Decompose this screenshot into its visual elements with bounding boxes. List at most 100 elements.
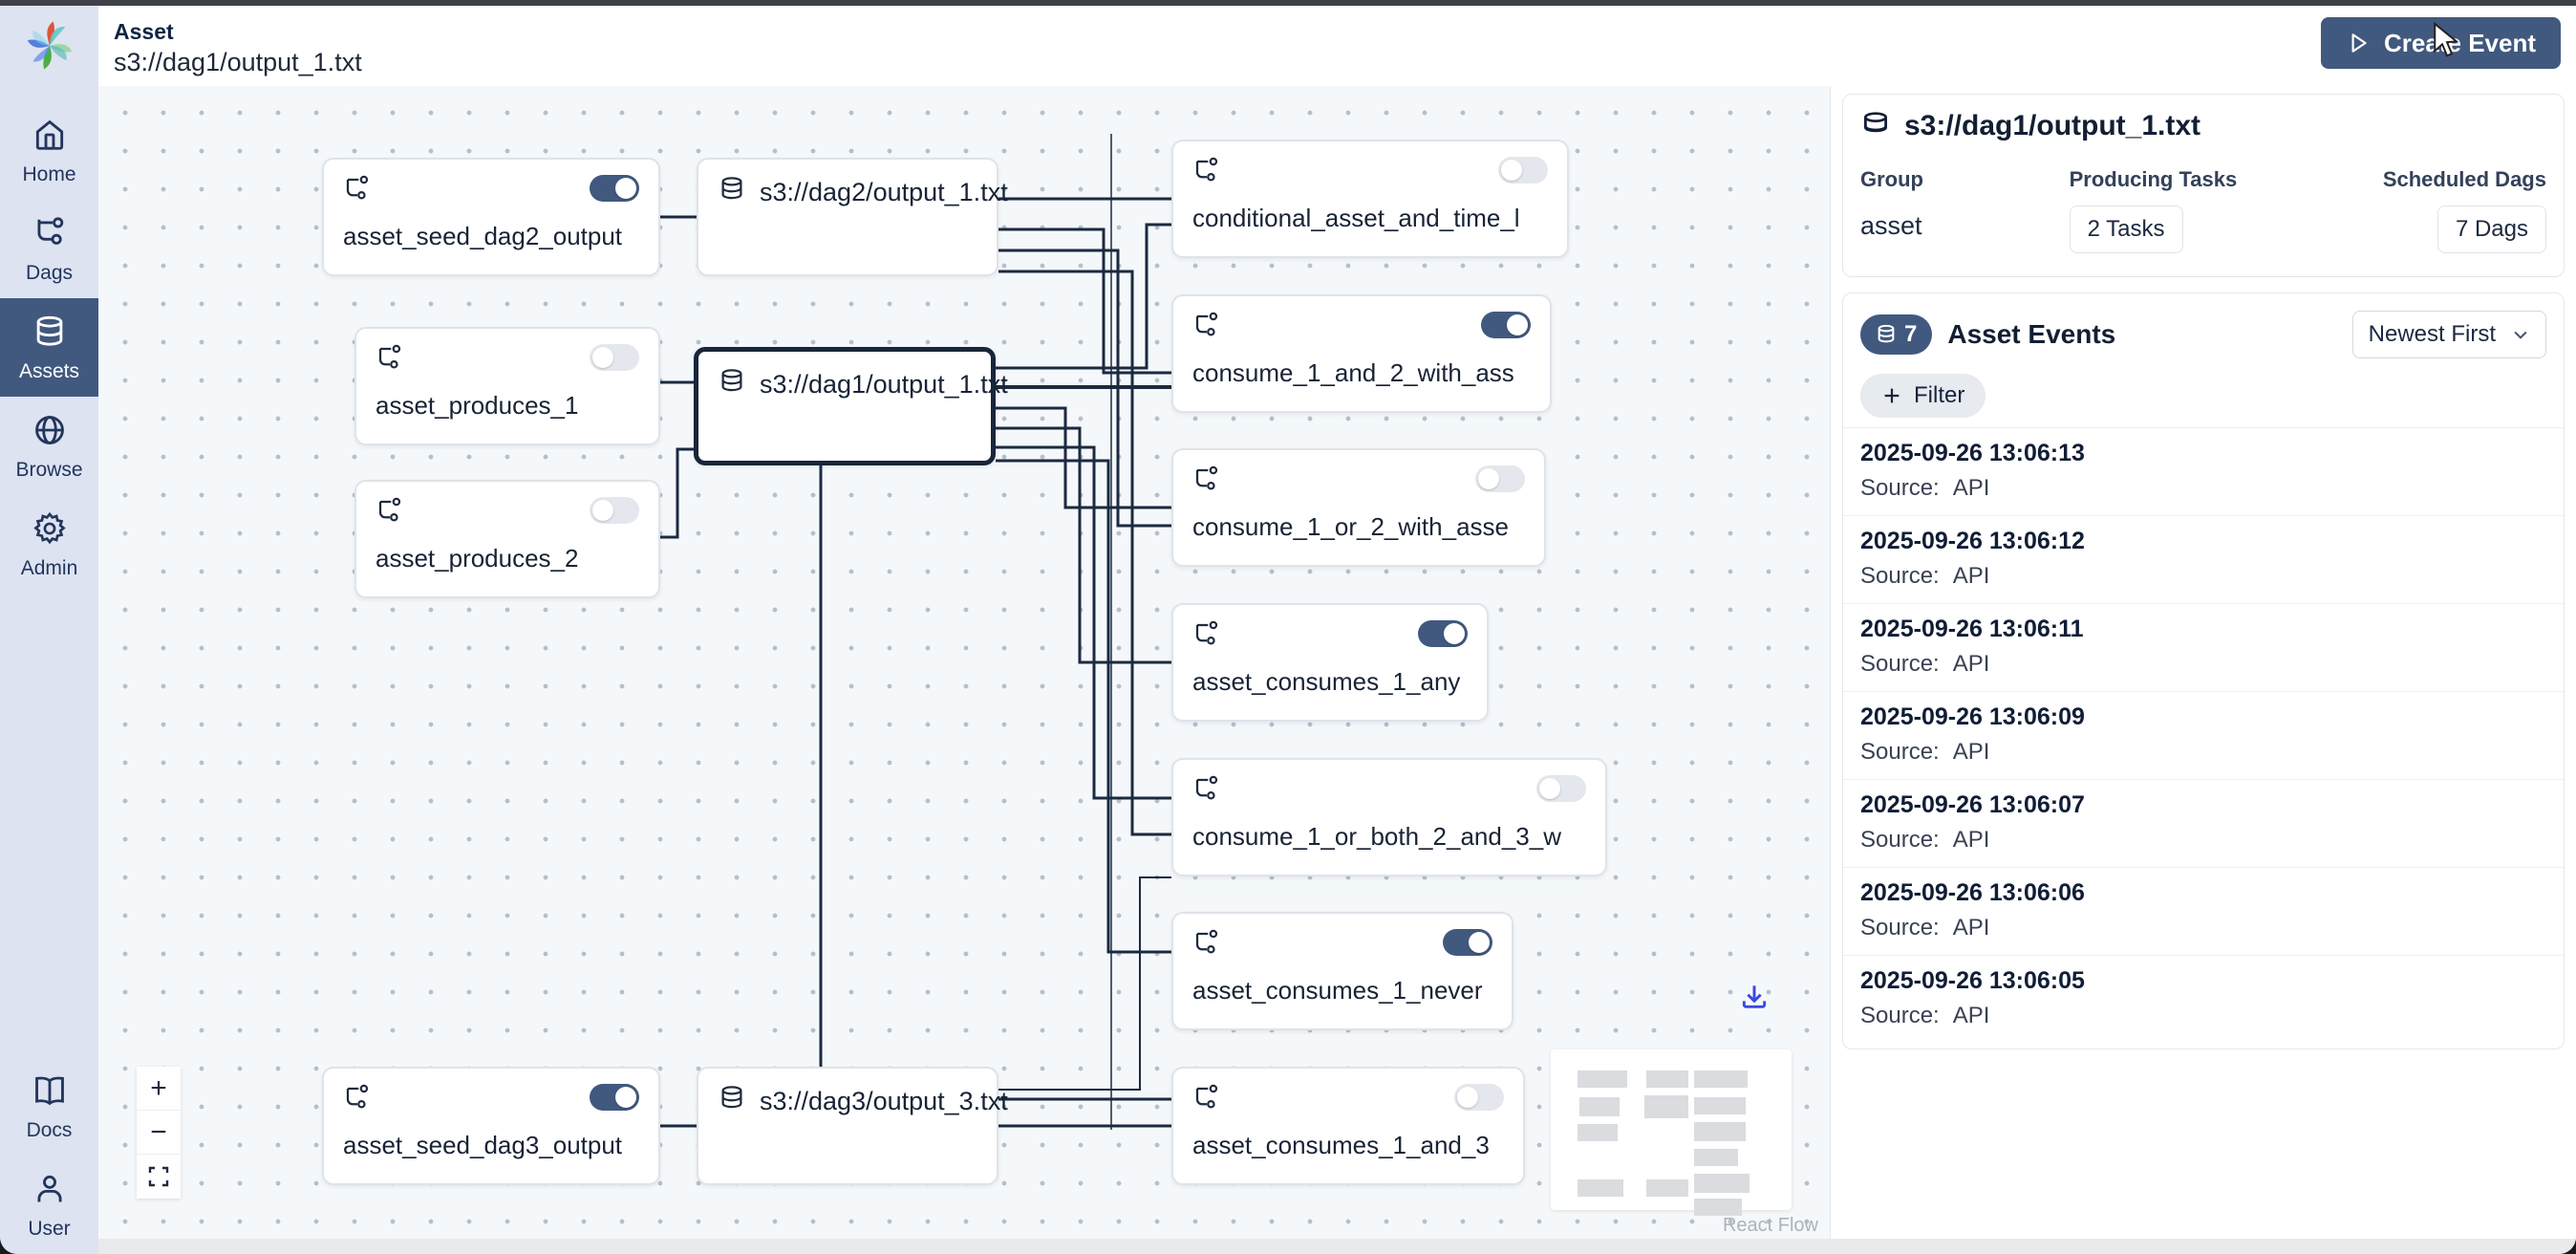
event-timestamp: 2025-09-26 13:06:12 bbox=[1860, 528, 2085, 554]
sidebar-item-assets[interactable]: Assets bbox=[0, 298, 98, 397]
graph-node-consume_1_or_both_2_and_3_w[interactable]: consume_1_or_both_2_and_3_w bbox=[1171, 758, 1607, 876]
graph-node-asset_consumes_1_never[interactable]: asset_consumes_1_never bbox=[1171, 912, 1513, 1030]
scheduled-dags-label: Scheduled Dags bbox=[2382, 167, 2546, 191]
sidebar-item-browse[interactable]: Browse bbox=[0, 397, 98, 495]
page-title: Asset bbox=[114, 19, 174, 44]
node-label: asset_consumes_1_never bbox=[1192, 976, 1483, 1005]
events-count: 7 bbox=[1904, 321, 1918, 347]
task-icon bbox=[1192, 775, 1221, 809]
horizontal-scrollbar[interactable] bbox=[98, 1239, 2576, 1254]
node-pause-toggle[interactable] bbox=[1454, 1084, 1504, 1111]
event-source: Source:API bbox=[1860, 827, 1990, 853]
node-pause-toggle[interactable] bbox=[1418, 620, 1468, 647]
fit-view-button[interactable] bbox=[137, 1155, 181, 1199]
graph-edge bbox=[996, 223, 1171, 370]
graph-node-asset_seed_dag2_output[interactable]: asset_seed_dag2_output bbox=[322, 158, 660, 276]
event-source: Source:API bbox=[1860, 563, 1990, 589]
scheduled-dags-column: Scheduled Dags 7 Dags bbox=[2383, 167, 2546, 253]
asset-node-icon bbox=[718, 1084, 746, 1119]
page-subtitle: s3://dag1/output_1.txt bbox=[114, 48, 362, 76]
sidebar-item-home[interactable]: Home bbox=[0, 101, 98, 200]
sidebar-item-label: Home bbox=[22, 163, 76, 185]
event-source: Source:API bbox=[1860, 475, 1990, 501]
producing-tasks-button[interactable]: 2 Tasks bbox=[2069, 205, 2183, 253]
database-icon bbox=[1878, 324, 1895, 343]
task-icon bbox=[1192, 1084, 1221, 1117]
node-label: consume_1_and_2_with_ass bbox=[1192, 358, 1514, 387]
asset-summary-card: s3://dag1/output_1.txt Group asset Produ… bbox=[1842, 94, 2565, 277]
graph-node-conditional_asset_and_time_l[interactable]: conditional_asset_and_time_l bbox=[1171, 140, 1569, 258]
producing-tasks-label: Producing Tasks bbox=[2069, 167, 2238, 191]
zoom-in-button[interactable]: + bbox=[137, 1067, 181, 1111]
filter-button[interactable]: Filter bbox=[1860, 374, 1986, 418]
graph-canvas[interactable]: asset_seed_dag2_output s3://dag2/output_1… bbox=[98, 86, 1830, 1254]
event-source: Source:API bbox=[1860, 739, 1990, 765]
minimap-node bbox=[1646, 1179, 1688, 1197]
node-pause-toggle[interactable] bbox=[590, 175, 639, 202]
task-icon bbox=[343, 175, 372, 208]
task-icon bbox=[343, 1084, 372, 1117]
zoom-out-button[interactable]: − bbox=[137, 1111, 181, 1155]
graph-node-asset_produces_1[interactable]: asset_produces_1 bbox=[354, 327, 660, 445]
sidebar-item-admin[interactable]: Admin bbox=[0, 495, 98, 594]
graph-node-asset_consumes_1_and_3[interactable]: asset_consumes_1_and_3 bbox=[1171, 1067, 1525, 1185]
minimap[interactable] bbox=[1551, 1049, 1792, 1216]
user-icon bbox=[32, 1171, 68, 1212]
sidebar-item-docs[interactable]: Docs bbox=[0, 1057, 98, 1156]
node-pause-toggle[interactable] bbox=[590, 1084, 639, 1111]
graph-node-asset_produces_2[interactable]: asset_produces_2 bbox=[354, 480, 660, 598]
graph-node-s3_dag3_output_3[interactable]: s3://dag3/output_3.txt bbox=[697, 1067, 1008, 1185]
flow-controls: + − bbox=[137, 1067, 181, 1199]
node-pause-toggle[interactable] bbox=[1498, 157, 1548, 184]
asset-detail-panel: s3://dag1/output_1.txt Group asset Produ… bbox=[1830, 86, 2576, 1254]
airflow-logo[interactable] bbox=[23, 19, 76, 73]
minimap-node bbox=[1694, 1097, 1746, 1114]
docs-icon bbox=[32, 1072, 68, 1113]
sort-order-select[interactable]: Newest First bbox=[2351, 311, 2546, 358]
graph-node-asset_consumes_1_any[interactable]: asset_consumes_1_any bbox=[1171, 603, 1489, 722]
node-pause-toggle[interactable] bbox=[1536, 775, 1586, 802]
graph-edge bbox=[998, 270, 1171, 836]
node-pause-toggle[interactable] bbox=[1475, 465, 1525, 492]
plus-icon bbox=[1884, 388, 1900, 403]
assets-icon bbox=[32, 314, 68, 355]
asset-title: s3://dag1/output_1.txt bbox=[1904, 110, 2201, 141]
download-image-button[interactable] bbox=[1738, 981, 1771, 1013]
node-pause-toggle[interactable] bbox=[590, 497, 639, 524]
play-icon bbox=[2351, 33, 2367, 53]
node-pause-toggle[interactable] bbox=[590, 344, 639, 371]
minimap-node bbox=[1694, 1070, 1748, 1088]
graph-edge bbox=[660, 447, 694, 539]
home-icon bbox=[32, 117, 68, 158]
graph-node-s3_dag1_output_1[interactable]: s3://dag1/output_1.txt bbox=[694, 347, 1008, 465]
reactflow-attribution: React Flow bbox=[1722, 1215, 1818, 1236]
graph-edge bbox=[998, 227, 1171, 375]
event-timestamp: 2025-09-26 13:06:09 bbox=[1860, 703, 2085, 730]
task-icon bbox=[376, 497, 404, 530]
node-label: asset_seed_dag3_output bbox=[343, 1131, 623, 1159]
scheduled-dags-button[interactable]: 7 Dags bbox=[2436, 205, 2546, 253]
graph-node-consume_1_and_2_with_ass[interactable]: consume_1_and_2_with_ass bbox=[1171, 294, 1552, 413]
task-icon bbox=[1192, 312, 1221, 345]
graph-edge bbox=[996, 445, 1171, 800]
fit-view-icon bbox=[148, 1166, 169, 1187]
download-icon bbox=[1742, 985, 1767, 1008]
asset-events-card: 7 Asset Events Newest First Filter 2025-… bbox=[1842, 292, 2565, 1049]
node-pause-toggle[interactable] bbox=[1443, 929, 1492, 956]
admin-icon bbox=[32, 510, 68, 551]
graph-node-s3_dag2_output_1[interactable]: s3://dag2/output_1.txt bbox=[697, 158, 1008, 276]
sidebar-item-dags[interactable]: Dags bbox=[0, 200, 98, 298]
graph-edge bbox=[996, 406, 1171, 509]
graph-node-asset_seed_dag3_output[interactable]: asset_seed_dag3_output bbox=[322, 1067, 660, 1185]
sidebar-item-user[interactable]: User bbox=[0, 1156, 98, 1254]
minimap-node bbox=[1694, 1174, 1750, 1193]
graph-node-consume_1_or_2_with_asse[interactable]: consume_1_or_2_with_asse bbox=[1171, 448, 1546, 567]
node-pause-toggle[interactable] bbox=[1481, 312, 1531, 338]
